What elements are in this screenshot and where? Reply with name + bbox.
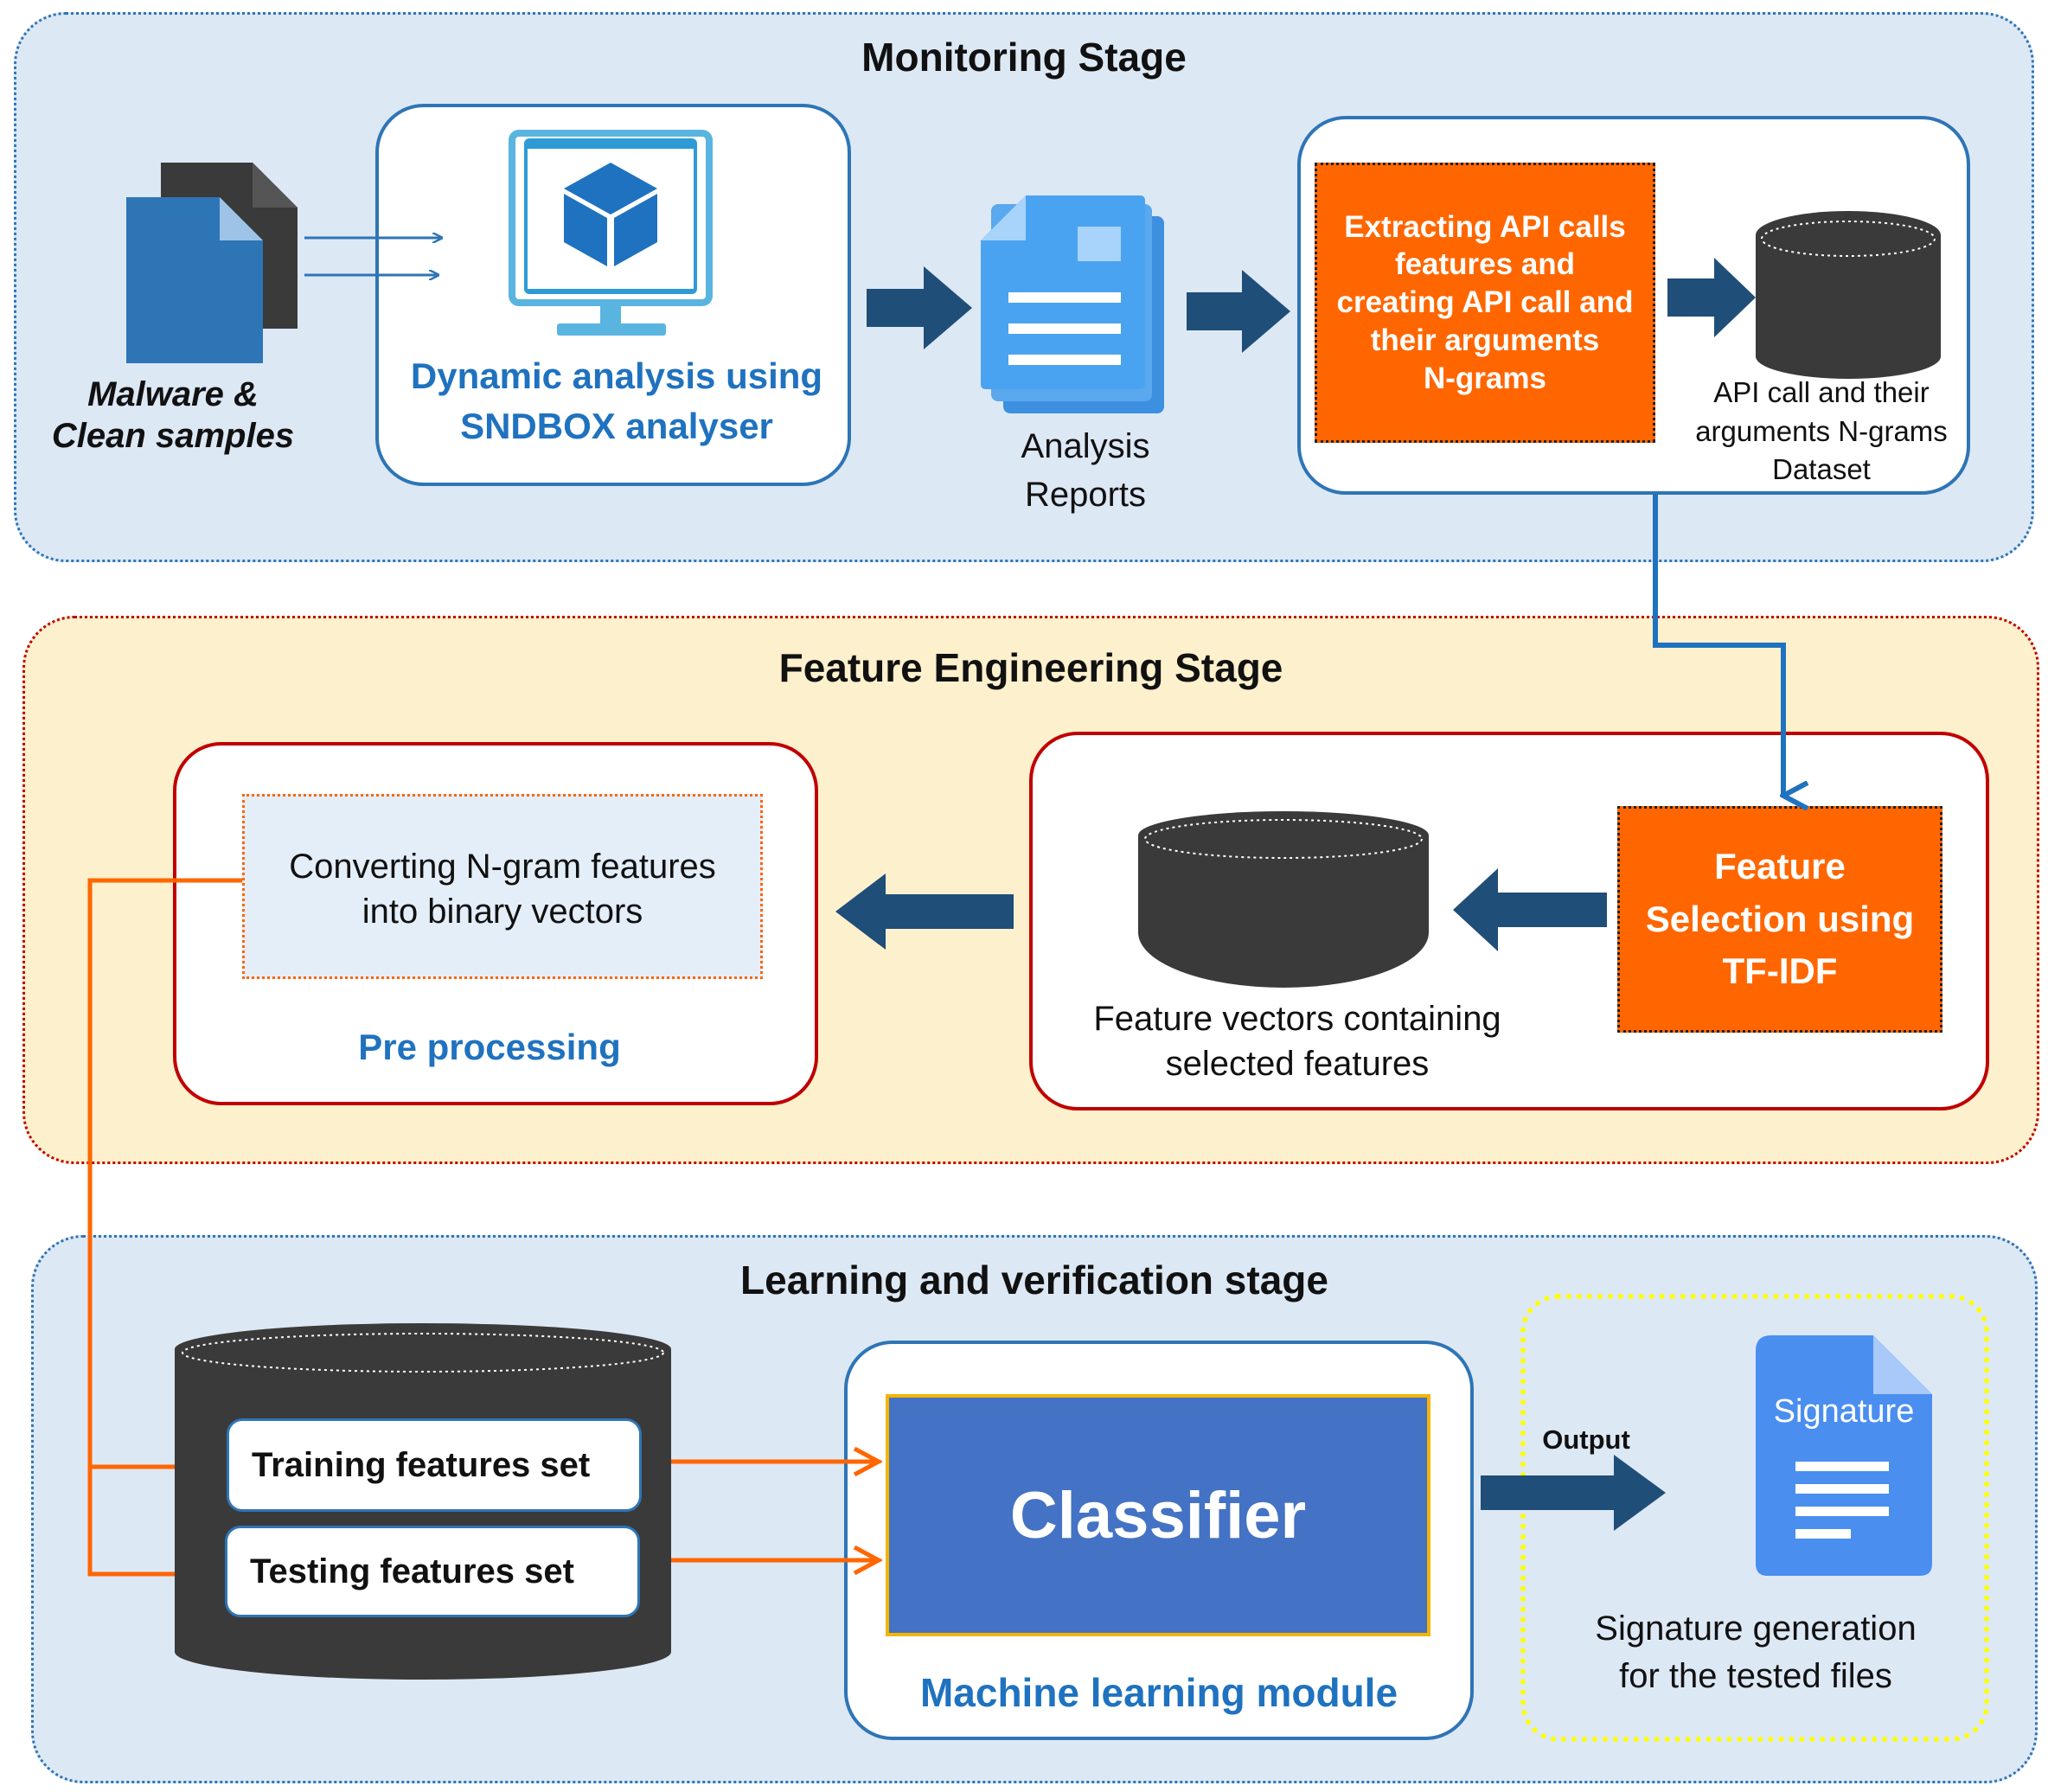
- preprocessing-label: Pre processing: [358, 1027, 621, 1067]
- training-features-pill: Training features set: [227, 1418, 642, 1512]
- samples-label: Malware & Clean samples: [35, 374, 311, 457]
- feature-selection-box: Feature Selection using TF-IDF: [1617, 806, 1942, 1033]
- signature-icon-label: Signature: [1773, 1393, 1915, 1430]
- converting-label: Converting N-gram features into binary v…: [242, 844, 763, 934]
- training-features-label: Training features set: [252, 1445, 591, 1484]
- learning-stage-title: Learning and verification stage: [740, 1258, 1328, 1302]
- sandbox-card: Dynamic analysis using SNDBOX analyser: [375, 104, 851, 486]
- extract-line2: features and: [1394, 247, 1576, 282]
- signature-desc-line1: Signature generation: [1595, 1610, 1917, 1648]
- samples-label-line1: Malware &: [87, 375, 259, 413]
- classifier-label: Classifier: [1009, 1478, 1307, 1552]
- selection-line3: TF-IDF: [1722, 950, 1838, 992]
- monitor-cube-icon: [509, 130, 713, 336]
- classifier-box: Classifier: [886, 1394, 1430, 1636]
- output-label: Output: [1542, 1424, 1630, 1455]
- extract-api-box: Extracting API calls features and creati…: [1315, 163, 1655, 443]
- ml-module-label: Machine learning module: [919, 1670, 1398, 1715]
- sandbox-label: Dynamic analysis using SNDBOX analyser: [379, 355, 854, 449]
- feature-engineering-stage-title: Feature Engineering Stage: [778, 645, 1283, 690]
- converting-box: [242, 794, 763, 979]
- vectors-line1: Feature vectors containing: [1093, 1000, 1501, 1038]
- dataset-line1: API call and their: [1713, 376, 1930, 408]
- reports-label-line2: Reports: [1024, 476, 1147, 514]
- extract-line5: N-grams: [1424, 361, 1546, 395]
- dataset-line3: Dataset: [1772, 453, 1871, 486]
- extract-line4: their arguments: [1370, 323, 1600, 357]
- converting-line1: Converting N-gram features: [289, 848, 716, 886]
- samples-label-line2: Clean samples: [51, 417, 295, 455]
- reports-label-line1: Analysis: [1021, 427, 1150, 465]
- vectors-label: Feature vectors containing selected feat…: [1064, 996, 1531, 1086]
- extract-line1: Extracting API calls: [1344, 209, 1626, 244]
- signature-desc-line2: for the tested files: [1619, 1657, 1892, 1696]
- testing-features-pill: Testing features set: [225, 1526, 640, 1617]
- vectors-line2: selected features: [1165, 1045, 1430, 1083]
- selection-line1: Feature: [1714, 846, 1846, 887]
- selection-line2: Selection using: [1645, 898, 1915, 939]
- extract-line3: creating API call and: [1336, 285, 1634, 320]
- testing-features-label: Testing features set: [250, 1552, 574, 1590]
- ngrams-dataset-label: API call and their arguments N-grams Dat…: [1674, 374, 1968, 490]
- monitoring-stage-title: Monitoring Stage: [861, 35, 1187, 80]
- signature-description: Signature generation for the tested file…: [1531, 1605, 1981, 1700]
- sandbox-label-line2: SNDBOX analyser: [460, 406, 773, 447]
- converting-line2: into binary vectors: [362, 893, 643, 931]
- reports-label: Analysis Reports: [986, 426, 1185, 515]
- dataset-line2: arguments N-grams: [1695, 414, 1948, 447]
- sandbox-label-line1: Dynamic analysis using: [410, 355, 823, 396]
